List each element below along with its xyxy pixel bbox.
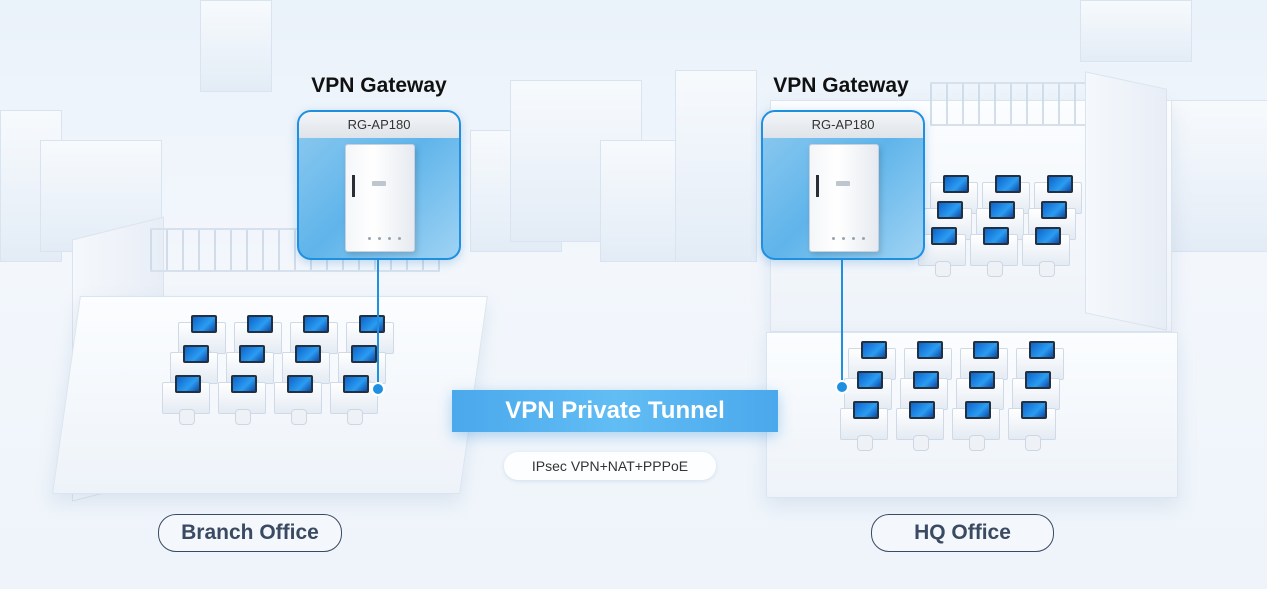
left-gateway-card: RG-AP180 [297, 110, 461, 260]
desk [918, 227, 966, 277]
chair-icon [969, 435, 985, 451]
left-connection-line [377, 258, 379, 388]
chair-icon [347, 409, 363, 425]
chair-icon [935, 261, 951, 277]
monitor-icon [303, 315, 329, 333]
monitor-icon [1035, 227, 1061, 245]
chair-icon [1039, 261, 1055, 277]
monitor-icon [937, 201, 963, 219]
desk [218, 375, 266, 425]
monitor-icon [965, 401, 991, 419]
monitor-icon [853, 401, 879, 419]
access-point-device [345, 144, 415, 252]
monitor-icon [1025, 371, 1051, 389]
vpn-tunnel-label: VPN Private Tunnel [505, 397, 725, 424]
monitor-icon [995, 175, 1021, 193]
background-building [1080, 0, 1192, 62]
desk [970, 227, 1018, 277]
desk [1022, 227, 1070, 277]
monitor-icon [1029, 341, 1055, 359]
background-building [675, 70, 757, 262]
monitor-icon [969, 371, 995, 389]
monitor-icon [913, 371, 939, 389]
desk [840, 401, 888, 451]
monitor-icon [351, 345, 377, 363]
monitor-icon [1041, 201, 1067, 219]
desk [896, 401, 944, 451]
monitor-icon [359, 315, 385, 333]
monitor-icon [231, 375, 257, 393]
monitor-icon [247, 315, 273, 333]
hq-upper-railing [930, 82, 1100, 126]
monitor-icon [857, 371, 883, 389]
monitor-icon [295, 345, 321, 363]
monitor-icon [191, 315, 217, 333]
right-connection-line [841, 258, 843, 386]
chair-icon [1025, 435, 1041, 451]
chair-icon [291, 409, 307, 425]
chair-icon [913, 435, 929, 451]
desk [952, 401, 1000, 451]
branch-office-label: Branch Office [158, 514, 342, 552]
right-gateway-card: RG-AP180 [761, 110, 925, 260]
monitor-icon [1047, 175, 1073, 193]
chair-icon [987, 261, 1003, 277]
desk [274, 375, 322, 425]
monitor-icon [175, 375, 201, 393]
chair-icon [857, 435, 873, 451]
hq-side-wall [1085, 71, 1167, 331]
monitor-icon [983, 227, 1009, 245]
left-connection-dot [371, 382, 385, 396]
monitor-icon [287, 375, 313, 393]
protocol-badge: IPsec VPN+NAT+PPPoE [504, 452, 716, 480]
desk [330, 375, 378, 425]
monitor-icon [183, 345, 209, 363]
right-gateway-title: VPN Gateway [773, 74, 909, 97]
left-gateway-title: VPN Gateway [311, 74, 447, 97]
left-gateway-model: RG-AP180 [299, 112, 459, 138]
background-building [200, 0, 272, 92]
right-connection-dot [835, 380, 849, 394]
monitor-icon [861, 341, 887, 359]
monitor-icon [917, 341, 943, 359]
monitor-icon [909, 401, 935, 419]
monitor-icon [1021, 401, 1047, 419]
right-gateway-model: RG-AP180 [763, 112, 923, 138]
desk [1008, 401, 1056, 451]
monitor-icon [343, 375, 369, 393]
desk [162, 375, 210, 425]
access-point-device [809, 144, 879, 252]
monitor-icon [931, 227, 957, 245]
chair-icon [235, 409, 251, 425]
vpn-tunnel-bar [452, 390, 778, 432]
monitor-icon [239, 345, 265, 363]
chair-icon [179, 409, 195, 425]
background-building [1160, 100, 1267, 252]
monitor-icon [943, 175, 969, 193]
monitor-icon [973, 341, 999, 359]
monitor-icon [989, 201, 1015, 219]
hq-office-label: HQ Office [871, 514, 1054, 552]
